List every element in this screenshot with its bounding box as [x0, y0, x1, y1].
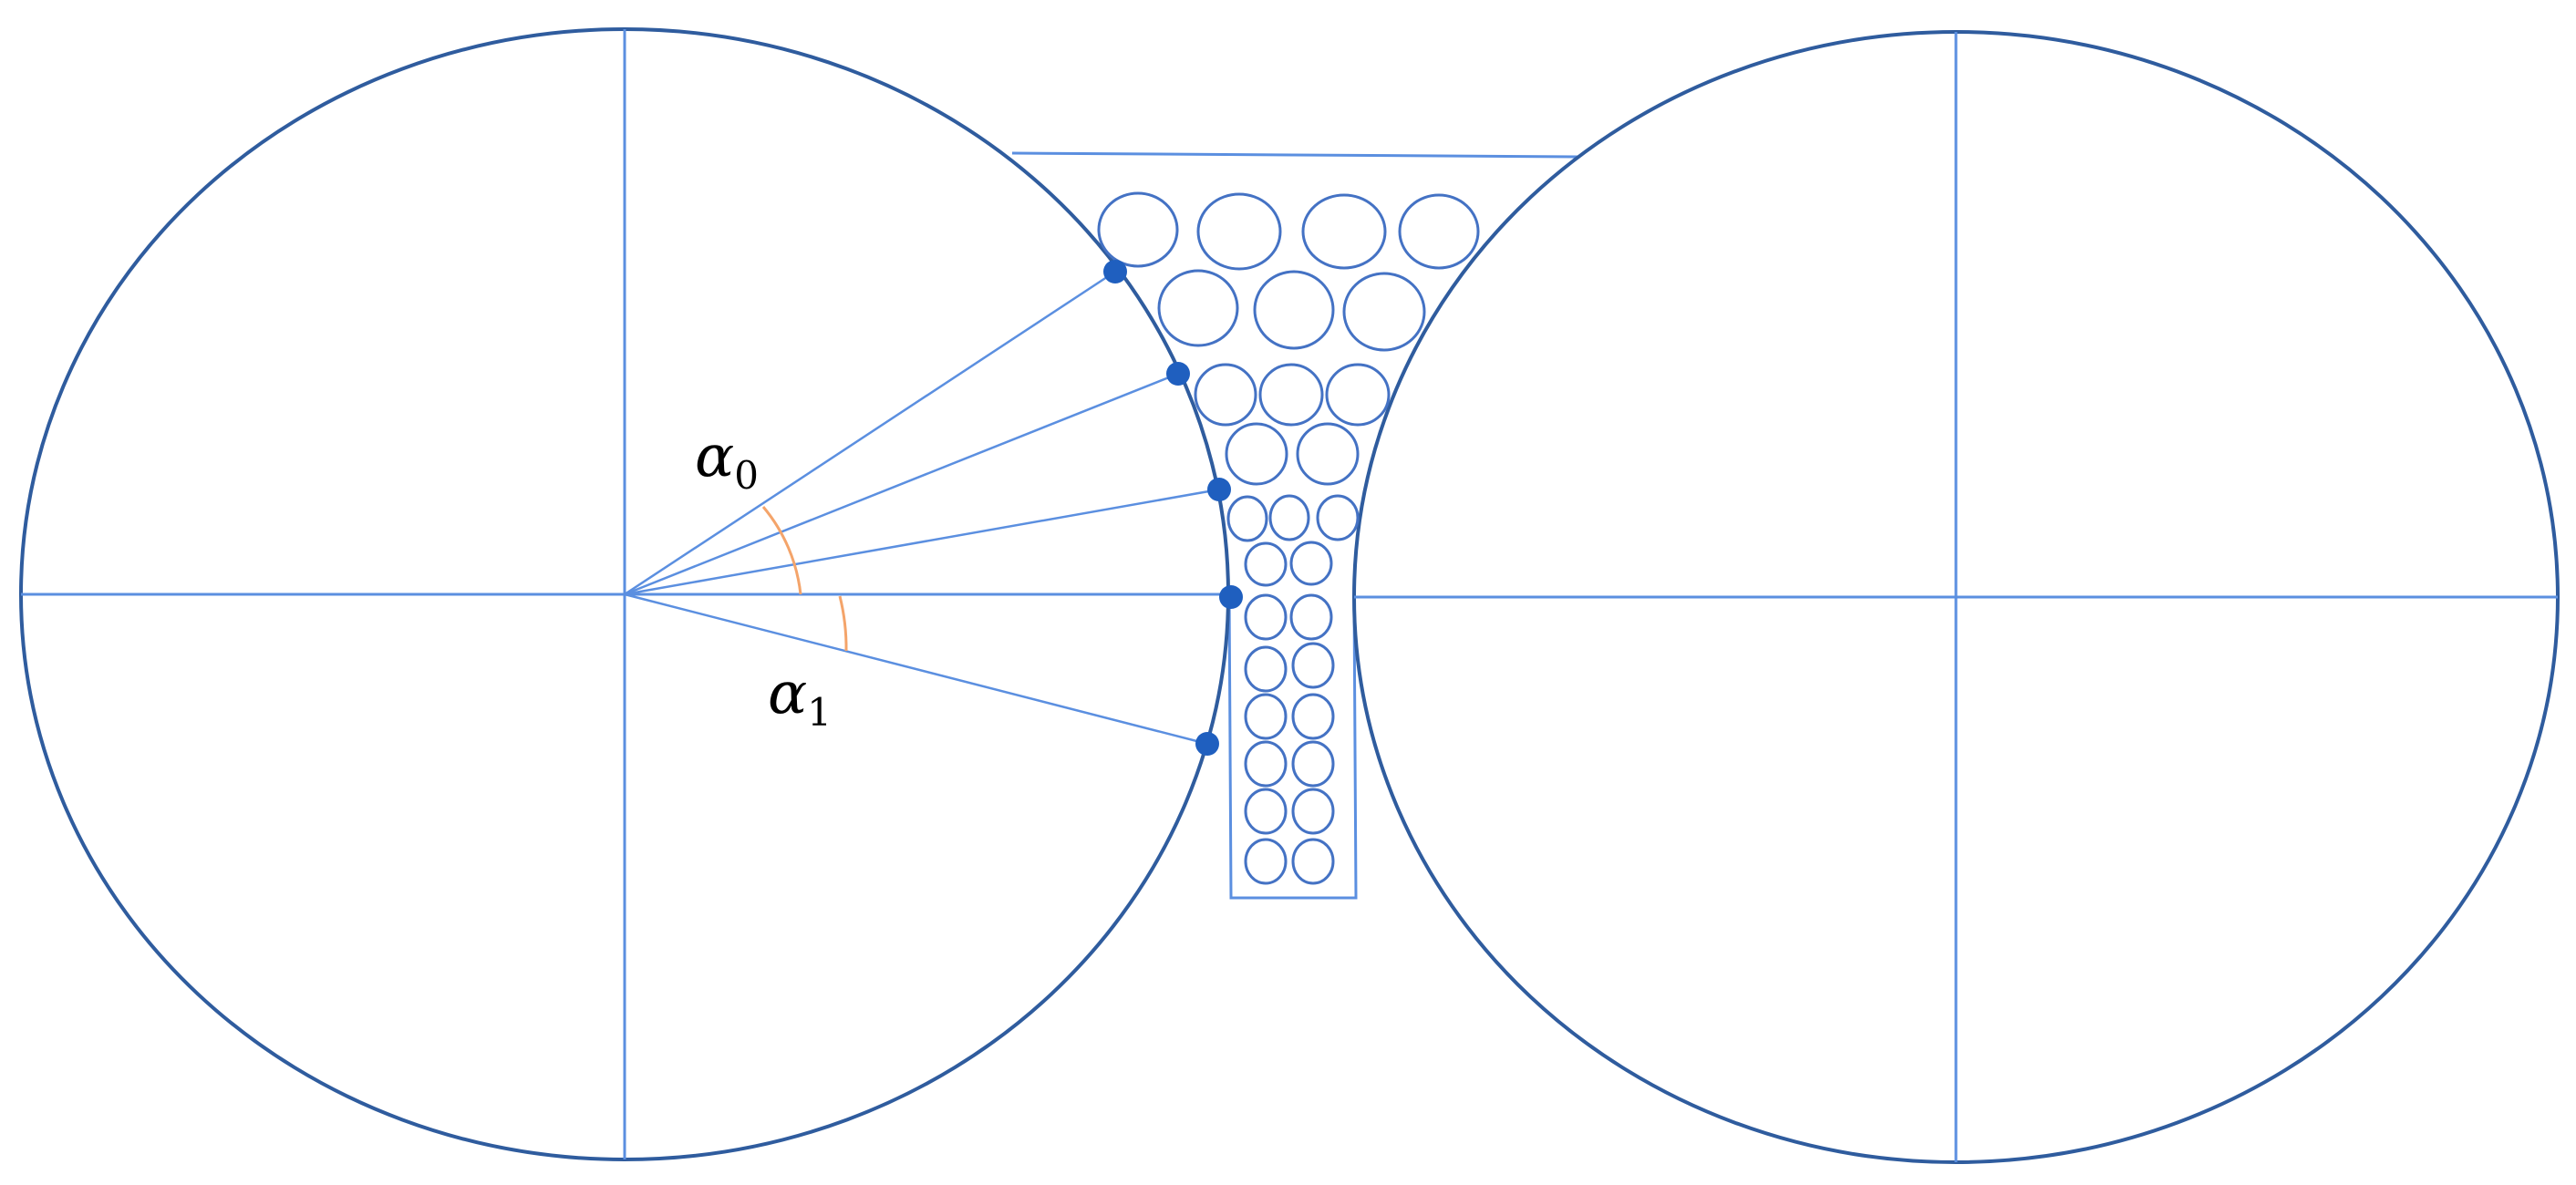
angle-arcs: [761, 506, 848, 652]
alpha0-arc: [761, 506, 802, 595]
particle: [1325, 363, 1391, 427]
particle: [1291, 642, 1335, 689]
particle: [1268, 494, 1310, 541]
particle: [1342, 272, 1426, 352]
particle: [1097, 191, 1179, 268]
particle: [1291, 740, 1335, 788]
radial-line: [624, 372, 1179, 596]
material-zone: [1011, 151, 1578, 900]
particle: [1244, 838, 1288, 885]
particle: [1226, 495, 1268, 542]
particle: [1253, 270, 1335, 350]
alpha1-subscript: 1: [807, 690, 832, 735]
particle: [1157, 269, 1239, 347]
alpha1-symbol: α: [768, 660, 807, 727]
radial-line: [624, 592, 1208, 746]
alpha0-symbol: α: [695, 423, 734, 490]
contact-point: [1207, 478, 1231, 501]
radial-line: [624, 488, 1220, 596]
particle: [1194, 363, 1257, 427]
particle: [1289, 593, 1333, 641]
hopper-top-edge: [1011, 151, 1578, 159]
particle: [1244, 541, 1288, 587]
particle: [1291, 693, 1335, 740]
particle: [1316, 494, 1360, 541]
particle: [1244, 740, 1288, 788]
particle: [1244, 593, 1288, 641]
radial-line: [624, 270, 1116, 596]
alpha1-label: α1: [768, 660, 832, 735]
right-roll: [1352, 30, 2560, 1164]
particle: [1291, 838, 1335, 885]
particle: [1258, 363, 1324, 427]
ribbon-outline: [1227, 592, 1358, 900]
particle: [1196, 192, 1282, 271]
contact-point: [1195, 732, 1219, 756]
particle: [1244, 645, 1288, 693]
particle: [1398, 193, 1480, 270]
alpha0-subscript: 0: [734, 453, 759, 498]
contact-point: [1219, 585, 1243, 609]
alpha0-label: α0: [695, 423, 759, 498]
particle: [1296, 422, 1360, 486]
particle: [1244, 788, 1288, 835]
radial-lines: [624, 270, 1220, 746]
contact-points: [1103, 260, 1243, 756]
particle: [1291, 788, 1335, 835]
powder-particles: [1097, 191, 1480, 885]
particle: [1225, 422, 1288, 486]
particle: [1244, 693, 1288, 740]
particle: [1289, 541, 1333, 586]
contact-point: [1166, 362, 1190, 386]
contact-point: [1103, 260, 1127, 283]
alpha1-arc: [838, 595, 848, 652]
particle: [1301, 193, 1387, 270]
